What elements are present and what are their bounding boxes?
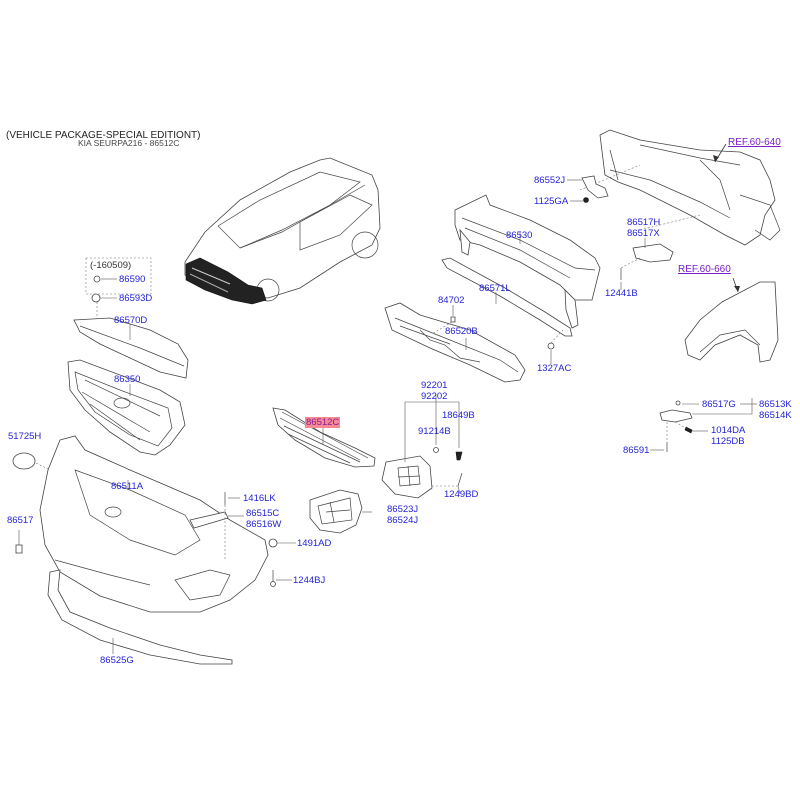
part-label-86512C[interactable]: 86512C	[305, 417, 341, 428]
part-label-86517X[interactable]: 86517X	[627, 228, 660, 239]
part-label-86513K[interactable]: 86513K	[759, 399, 792, 410]
part-label-86523J-86524J[interactable]: 86523J 86524J	[387, 504, 418, 526]
part-label-86517G[interactable]: 86517G	[702, 399, 736, 410]
part-label-86350[interactable]: 86350	[114, 374, 141, 385]
bumper-86511A	[39, 435, 269, 613]
part-label-86552J[interactable]: 86552J	[534, 175, 566, 186]
part-label-92201-92202[interactable]: 92201 92202	[421, 380, 447, 402]
emblem-51725H	[12, 452, 36, 470]
part-label-1014DA-1125DB[interactable]: 1014DA 1125DB	[711, 425, 745, 447]
cover-86517	[15, 544, 23, 554]
clip-86593D	[91, 293, 101, 303]
part-label-86525G[interactable]: 86525G	[100, 655, 134, 666]
part-label-51725H[interactable]: 51725H	[8, 431, 42, 442]
part-label-86513K-86514K[interactable]: 86513K 86514K	[759, 399, 792, 421]
nut-1327AC	[547, 342, 555, 350]
part-label-92202[interactable]: 92202	[421, 391, 448, 402]
bolt-1014DA	[684, 426, 693, 434]
part-label-86515C[interactable]: 86515C	[246, 508, 280, 519]
part-label-86511A[interactable]: 86511A	[111, 481, 144, 492]
part-label-1327AC[interactable]: 1327AC	[537, 363, 572, 374]
carrier-ref-60-640	[599, 129, 776, 246]
part-label-12441B[interactable]: 12441B	[605, 288, 638, 299]
lip-86525G	[47, 569, 233, 665]
part-label-1491AD[interactable]: 1491AD	[297, 538, 332, 549]
part-label-86517H-86517X[interactable]: 86517H 86517X	[627, 217, 660, 239]
date-range-box	[85, 257, 152, 295]
clip-1491AD	[268, 538, 278, 548]
part-label-92201[interactable]: 92201	[421, 380, 448, 391]
part-label-86523J[interactable]: 86523J	[387, 504, 419, 515]
part-label-86590[interactable]: 86590	[119, 274, 146, 285]
part-label-86593D[interactable]: 86593D	[119, 293, 153, 304]
part-label-86530[interactable]: 86530	[506, 230, 533, 241]
part-label-84702[interactable]: 84702	[438, 295, 465, 306]
date-range-note: (-160509)	[90, 260, 132, 271]
clip-84702	[450, 316, 456, 323]
screw-1244BJ	[270, 581, 276, 587]
part-label-1125GA[interactable]: 1125GA	[534, 196, 569, 207]
beam-86571L	[441, 257, 573, 337]
part-label-86515C-86516W[interactable]: 86515C 86516W	[246, 508, 281, 530]
reference-link-60-640[interactable]: REF.60-640	[728, 137, 781, 148]
fender-ref-60-660	[684, 281, 779, 363]
part-label-86517[interactable]: 86517	[7, 515, 34, 526]
reference-link-60-660[interactable]: REF.60-660	[678, 264, 731, 275]
fog-lamp-92201	[381, 455, 433, 499]
part-label-86571L[interactable]: 86571L	[479, 283, 511, 294]
part-label-86512C-highlighted[interactable]: 86512C	[305, 417, 341, 428]
part-label-1125DB[interactable]: 1125DB	[711, 436, 745, 447]
part-label-86570D[interactable]: 86570D	[114, 315, 148, 326]
bracket-86552J	[581, 175, 609, 199]
part-label-1416LK[interactable]: 1416LK	[243, 493, 276, 504]
part-label-86591[interactable]: 86591	[623, 445, 650, 456]
part-label-86516W[interactable]: 86516W	[246, 519, 282, 530]
part-label-1014DA[interactable]: 1014DA	[711, 425, 746, 436]
bracket-86517H	[632, 243, 674, 263]
part-label-1244BJ[interactable]: 1244BJ	[293, 575, 326, 586]
part-label-91214B[interactable]: 91214B	[418, 426, 451, 437]
bracket-86513K	[659, 409, 693, 423]
part-label-86520B[interactable]: 86520B	[445, 326, 478, 337]
garnish-86515C	[189, 511, 229, 529]
part-label-1249BD[interactable]: 1249BD	[444, 489, 479, 500]
part-label-86524J[interactable]: 86524J	[387, 515, 419, 526]
cover-86570D	[73, 317, 189, 379]
part-label-86517H[interactable]: 86517H	[627, 217, 661, 228]
part-label-18649B[interactable]: 18649B	[442, 410, 475, 421]
vehicle-illustration	[184, 157, 381, 305]
part-label-86514K[interactable]: 86514K	[759, 410, 792, 421]
diagram-title: (VEHICLE PACKAGE-SPECIAL EDITIONT)	[6, 130, 201, 141]
reinforcement-86530	[454, 194, 601, 301]
clip-86590	[93, 275, 101, 283]
absorber-86520B	[384, 302, 526, 383]
diagram-subtitle: KIA SEURPA216 - 86512C	[78, 138, 180, 148]
bolt-1125GA	[583, 197, 589, 203]
